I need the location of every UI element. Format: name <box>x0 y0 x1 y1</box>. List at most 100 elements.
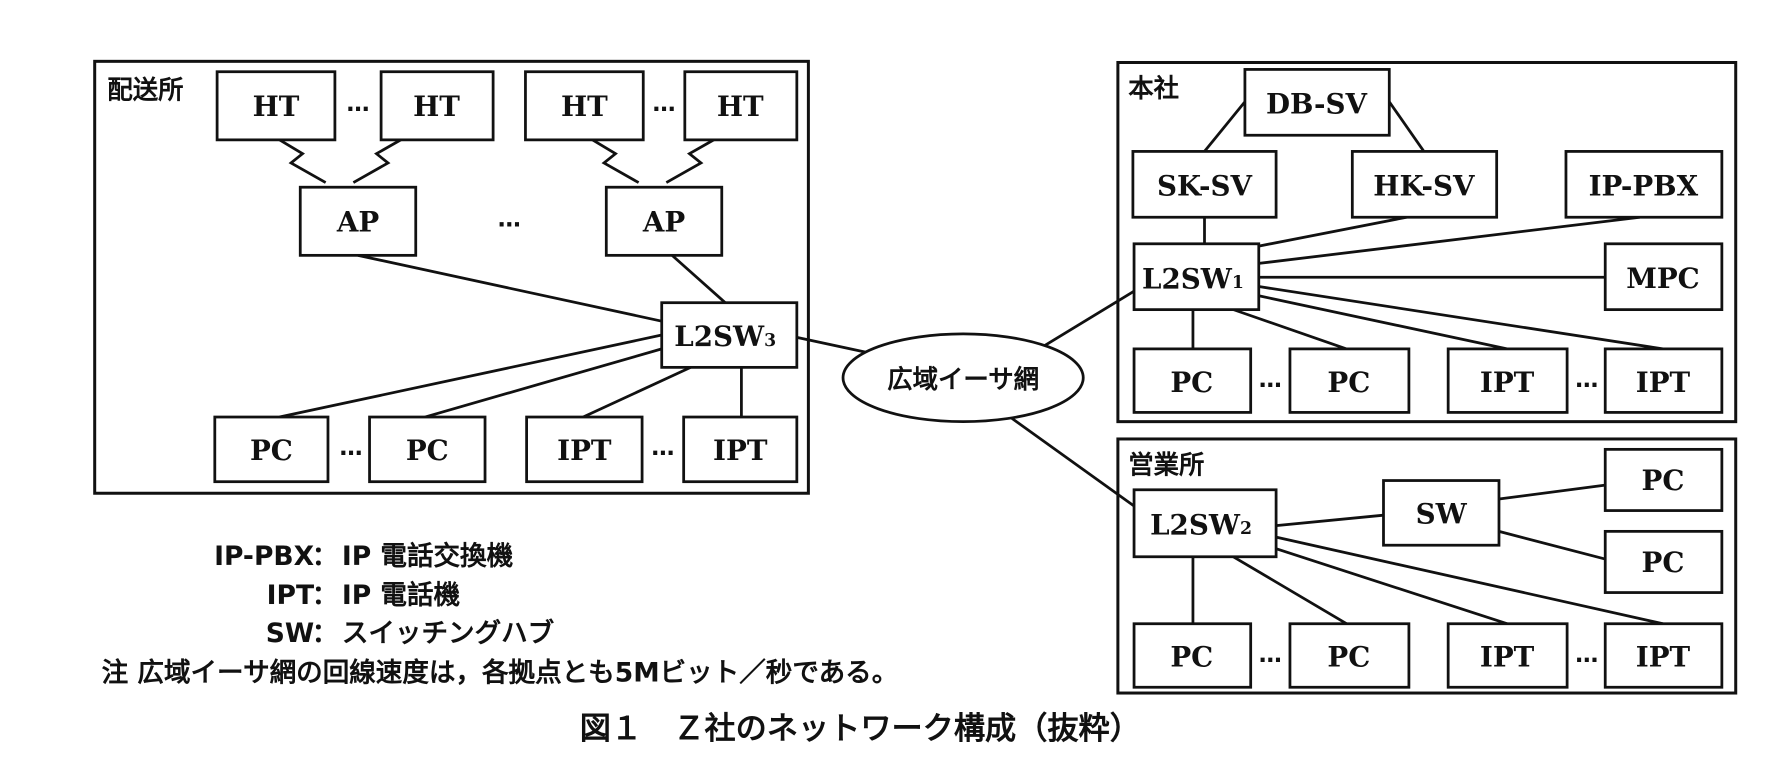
link-ap1-l2sw3 <box>357 253 663 323</box>
ellipsis: … <box>652 91 675 117</box>
node-label: PC <box>1642 546 1685 579</box>
node-label: HT <box>561 90 608 123</box>
ellipsis: … <box>1575 367 1598 393</box>
link-l2sw3-ipt <box>582 366 692 419</box>
legend: IP-PBX ： IP 電話交換機 IPT ： IP 電話機 SW ： スイッチ… <box>214 541 555 649</box>
node-mpc[interactable]: MPC <box>1603 242 1724 312</box>
node-label: PC <box>1327 641 1370 674</box>
node-ipt[interactable]: IPT <box>1446 347 1569 414</box>
figure-caption: 図１ Ｚ社のネットワーク構成（抜粋） <box>580 711 1141 747</box>
legend-term: IPT <box>267 580 314 611</box>
link-sw-pc <box>1498 530 1606 561</box>
node-label: PC <box>1170 366 1213 399</box>
node-label: AP <box>336 205 379 238</box>
node-pc[interactable]: PC <box>1603 529 1724 594</box>
area-haisosho-frame <box>93 59 810 495</box>
node-hk-sv[interactable]: HK-SV <box>1350 150 1499 219</box>
node-label: IPT <box>1480 366 1535 399</box>
node-label: IPT <box>1636 366 1691 399</box>
node-ap[interactable]: AP <box>604 185 724 257</box>
link-ap2-l2sw3 <box>671 254 727 304</box>
legend-term: IP-PBX <box>214 541 314 572</box>
node-label: PC <box>250 434 293 467</box>
node-sk-sv[interactable]: SK-SV <box>1131 150 1278 219</box>
ellipsis: … <box>651 435 674 461</box>
node-label: PC <box>1170 641 1213 674</box>
node-pc[interactable]: PC <box>1288 622 1411 689</box>
node-label: HK-SV <box>1373 170 1475 203</box>
link-l2sw2-ipt <box>1275 547 1508 626</box>
node-ht[interactable]: HT <box>379 70 495 142</box>
ellipsis: … <box>346 91 369 117</box>
legend-desc: スイッチングハブ <box>342 618 555 649</box>
node-label: AP <box>642 205 685 238</box>
node-label: HT <box>253 90 300 123</box>
node-l2sw2[interactable]: L2SW2 <box>1132 488 1278 559</box>
node-ipt[interactable]: IPT <box>1603 622 1724 689</box>
node-label: SW <box>1416 498 1468 531</box>
wireless-link <box>591 138 640 184</box>
node-label: DB-SV <box>1266 88 1367 121</box>
node-label: L2SW2 <box>1150 508 1252 541</box>
link-dbsv-hksv <box>1388 100 1426 153</box>
ellipsis: … <box>1575 642 1598 668</box>
node-ipt[interactable]: IPT <box>682 415 799 484</box>
node-ht[interactable]: HT <box>524 70 645 142</box>
node-label: PC <box>406 434 449 467</box>
node-label: IPT <box>1480 641 1535 674</box>
node-label: HT <box>717 90 764 123</box>
node-label: IP-PBX <box>1589 170 1699 203</box>
legend-desc: IP 電話機 <box>342 580 461 611</box>
node-pc[interactable]: PC <box>213 415 330 484</box>
link-l2sw2-pc <box>1232 555 1348 625</box>
node-ht[interactable]: HT <box>215 70 337 142</box>
link-hksv-l2sw1 <box>1258 215 1407 248</box>
legend-sep: ： <box>312 541 339 572</box>
wireless-link <box>278 138 327 184</box>
link-dbsv-sksv <box>1203 100 1246 153</box>
node-ipt[interactable]: IPT <box>525 415 644 484</box>
area-haisosho-label: 配送所 <box>107 74 183 104</box>
area-eigyosho-frame <box>1116 437 1738 695</box>
node-label: L2SW1 <box>1142 262 1244 295</box>
legend-sep: ： <box>312 618 339 649</box>
node-pc[interactable]: PC <box>1132 622 1253 689</box>
legend-desc: IP 電話交換機 <box>342 541 514 572</box>
node-ipt[interactable]: IPT <box>1446 622 1569 689</box>
link-ippbx-l2sw1 <box>1258 215 1641 265</box>
node-label: IPT <box>557 434 612 467</box>
link-l2sw1-ipt <box>1258 285 1664 351</box>
node-label: MPC <box>1626 262 1700 295</box>
node-label: IPT <box>1636 641 1691 674</box>
links <box>278 100 1664 626</box>
ellipsis: … <box>1259 642 1282 668</box>
ellipsis: … <box>498 207 521 233</box>
ellipsis: … <box>340 435 363 461</box>
node-label: SK-SV <box>1157 170 1253 203</box>
wireless-link <box>352 138 402 184</box>
legend-sep: ： <box>312 580 339 611</box>
node-pc[interactable]: PC <box>1288 347 1411 414</box>
node-label: HT <box>413 90 460 123</box>
node-ipt[interactable]: IPT <box>1603 347 1724 414</box>
link-l2sw1-pc <box>1232 308 1347 351</box>
node-pc[interactable]: PC <box>1132 347 1253 414</box>
link-sw-pc <box>1498 483 1606 501</box>
node-label: L2SW3 <box>674 320 776 353</box>
node-pc[interactable]: PC <box>1603 447 1724 512</box>
note: 注 広域イーサ網の回線速度は，各拠点とも5Mビット／秒である。 <box>102 657 899 688</box>
node-ht[interactable]: HT <box>683 70 799 142</box>
wan-cloud[interactable]: 広域イーサ網 <box>841 332 1085 424</box>
node-l2sw3[interactable]: L2SW3 <box>660 301 799 369</box>
area-honsha-frame <box>1116 60 1738 424</box>
node-l2sw1[interactable]: L2SW1 <box>1132 242 1261 312</box>
node-ap[interactable]: AP <box>298 185 418 257</box>
node-ip-pbx[interactable]: IP-PBX <box>1564 150 1724 219</box>
node-label: PC <box>1642 464 1685 497</box>
node-sw[interactable]: SW <box>1382 479 1501 547</box>
link-l2sw3-pc <box>424 347 663 419</box>
node-pc[interactable]: PC <box>368 415 487 484</box>
link-l2sw2-sw <box>1275 513 1384 527</box>
node-db-sv[interactable]: DB-SV <box>1243 68 1391 137</box>
